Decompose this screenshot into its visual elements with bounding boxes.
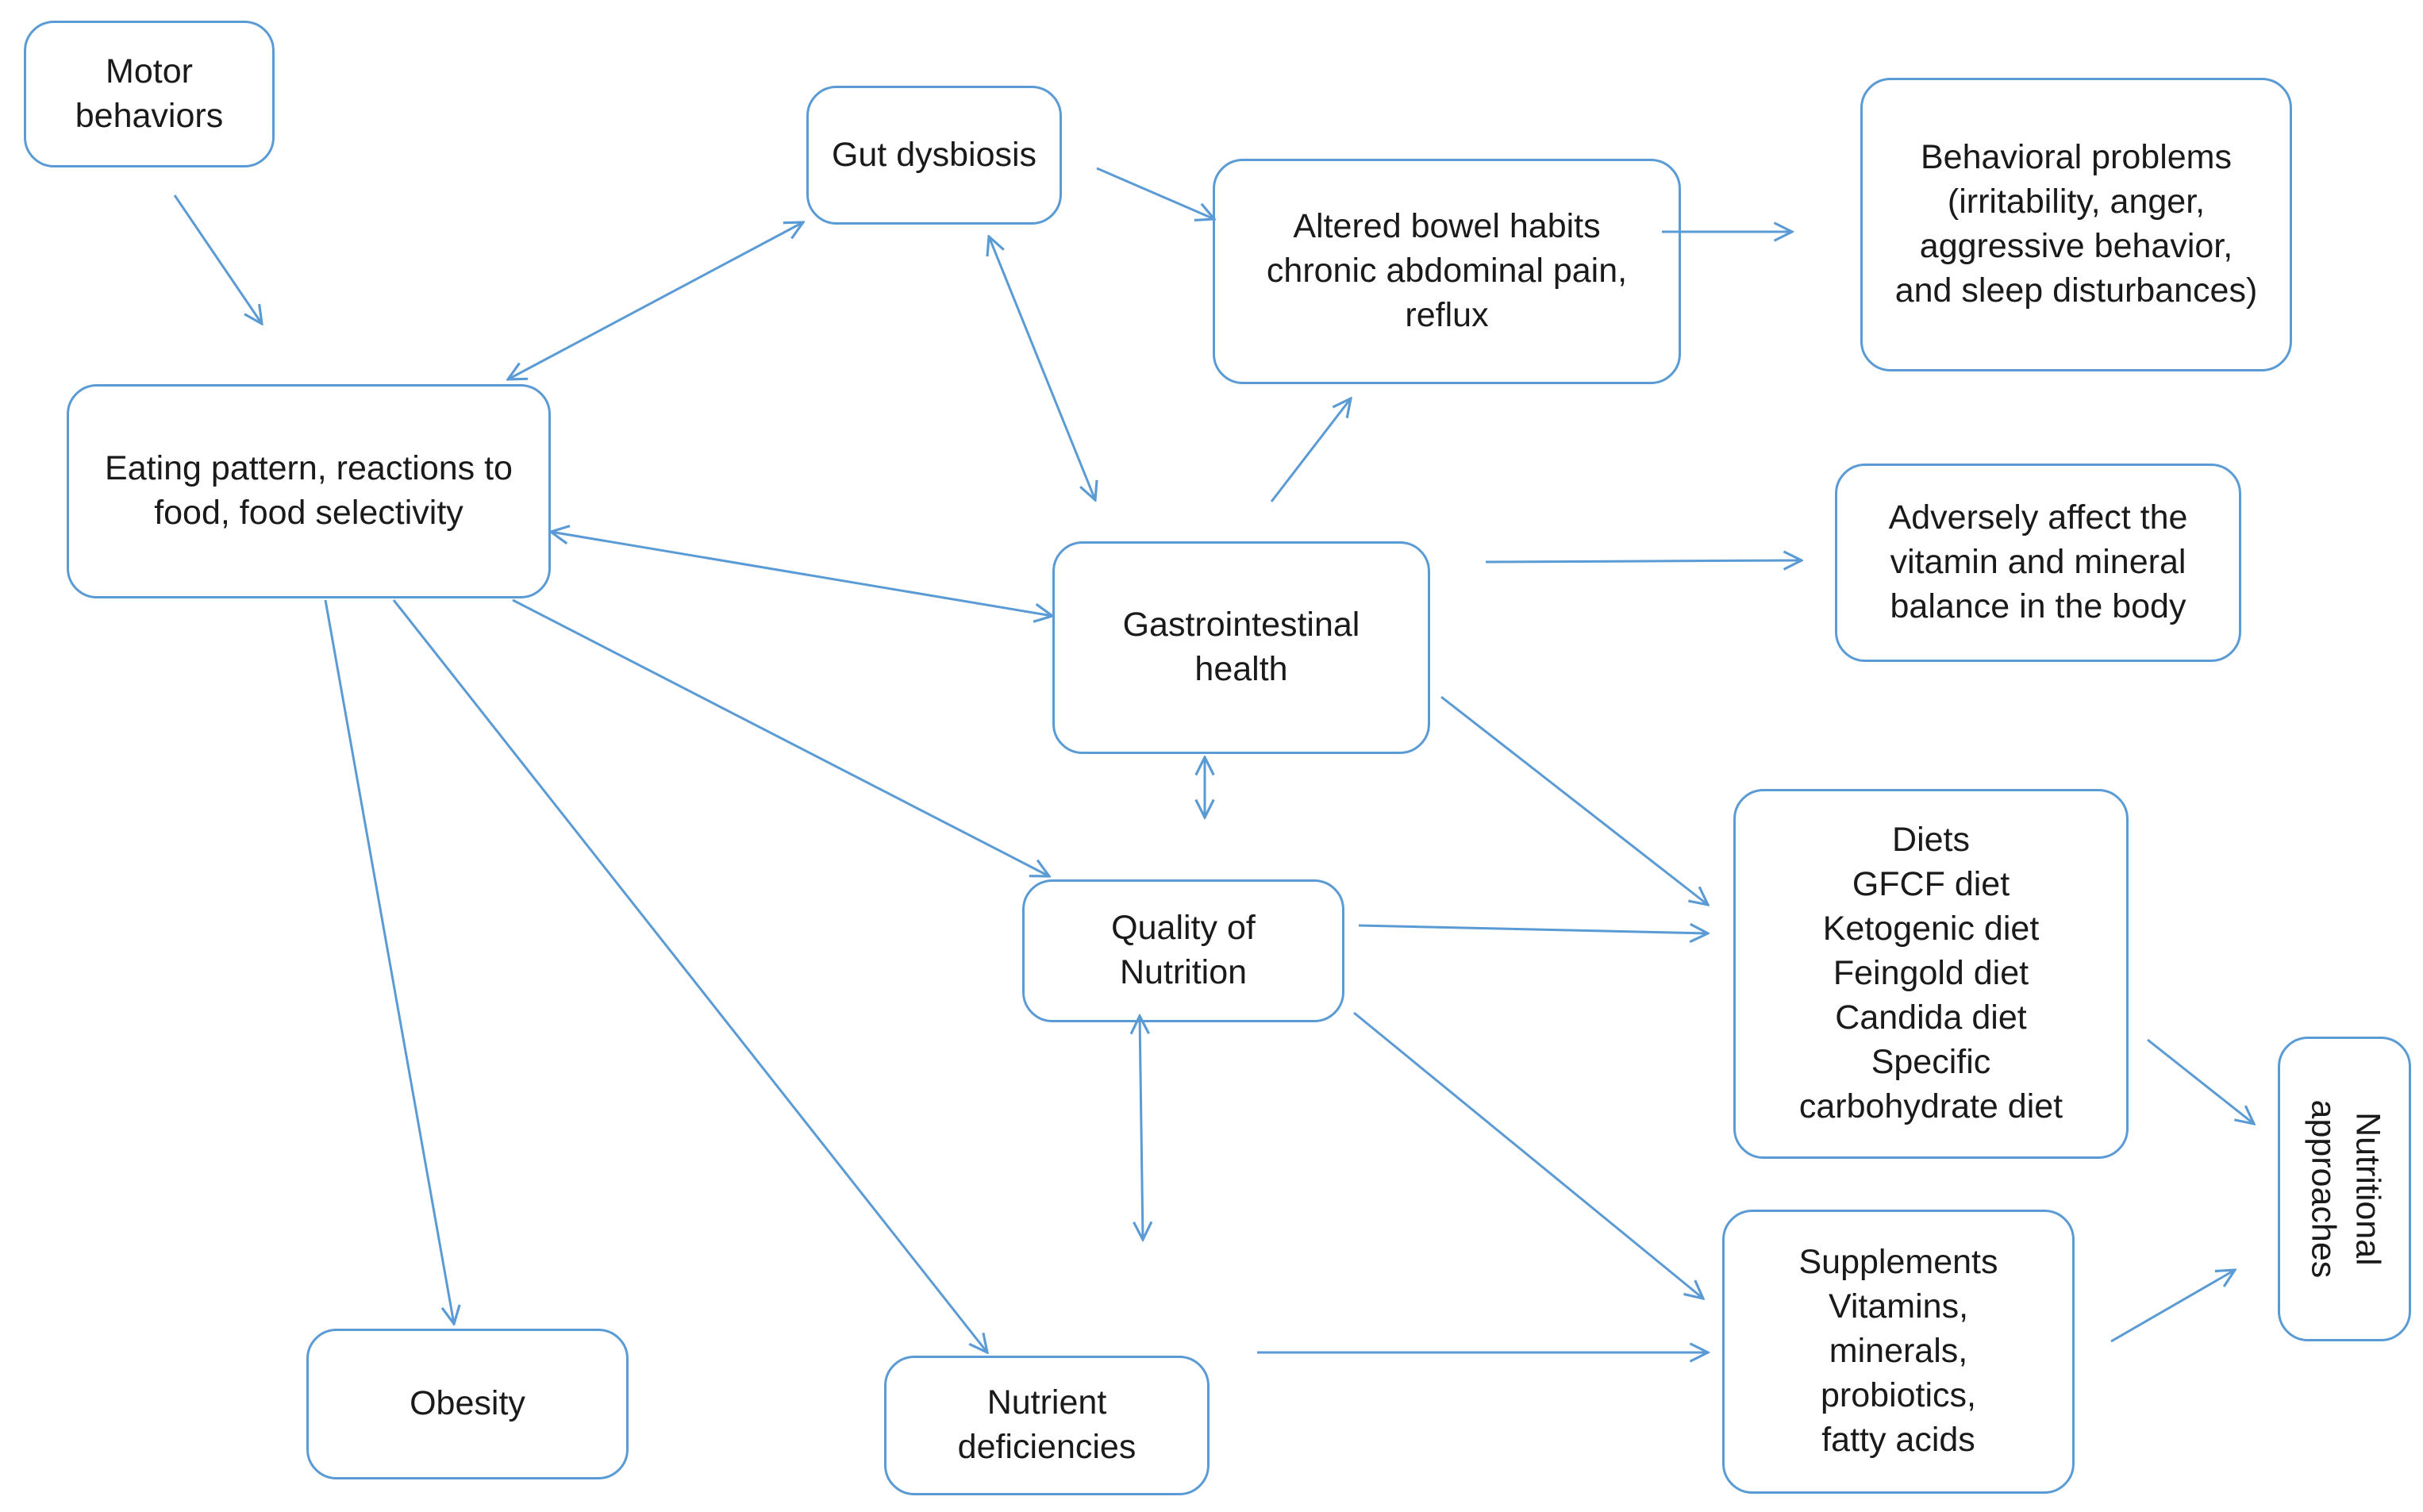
- node-gut-dysbiosis: Gut dysbiosis: [806, 86, 1062, 225]
- node-text: Nutrient: [987, 1383, 1107, 1422]
- node-obesity: Obesity: [306, 1329, 629, 1479]
- node-text: food, food selectivity: [154, 494, 463, 532]
- node-text: chronic abdominal pain,: [1266, 252, 1628, 290]
- node-text: fatty acids: [1821, 1420, 1975, 1459]
- node-text: Behavioral problems: [1921, 138, 2232, 177]
- node-text: Motor: [106, 52, 193, 90]
- node-motor-behaviors: Motor behaviors: [24, 21, 275, 167]
- arrow-gi-to-diets: [1440, 695, 1708, 905]
- arrow-motor-to-eating: [173, 194, 262, 324]
- node-text: behaviors: [75, 96, 224, 135]
- node-text: carbohydrate diet: [1798, 1087, 2063, 1125]
- node-text: balance in the body: [1890, 587, 2186, 625]
- node-text: Nutrition: [1119, 953, 1248, 991]
- node-nutritional-approaches: Nutritional approaches: [2278, 1037, 2411, 1341]
- arrow-eating-to-obesity: [324, 599, 454, 1324]
- node-text: Adversely affect the: [1888, 498, 2188, 537]
- node-behavioral-problems: Behavioral problems (irritability, anger…: [1860, 78, 2292, 371]
- node-text: Specific: [1871, 1042, 1991, 1081]
- arrow-eating-gi-health: [551, 532, 1052, 616]
- node-text: (irritability, anger,: [1947, 183, 2206, 221]
- node-text: Ketogenic diet: [1822, 910, 2040, 948]
- node-text: Candida diet: [1835, 998, 2027, 1037]
- node-text: aggressive behavior,: [1919, 227, 2233, 265]
- arrow-gut-to-altered-bowel: [1096, 167, 1214, 219]
- node-text: and sleep disturbances): [1894, 271, 2258, 310]
- node-text: vitamin and mineral: [1890, 543, 2186, 582]
- node-text: Supplements: [1798, 1243, 1998, 1282]
- arrow-gi-to-altered-bowel: [1270, 398, 1351, 502]
- arrow-supplements-to-approaches: [2110, 1270, 2235, 1343]
- arrow-eating-to-deficiencies: [392, 599, 987, 1352]
- node-text: Vitamins,: [1828, 1287, 1969, 1326]
- node-text: GFCF diet: [1852, 865, 2010, 904]
- node-gastrointestinal-health: Gastrointestinal health: [1052, 541, 1430, 754]
- node-text: Gastrointestinal: [1122, 606, 1360, 644]
- node-text: health: [1194, 650, 1288, 688]
- node-text: reflux: [1405, 295, 1489, 334]
- node-vitamin-mineral-balance: Adversely affect the vitamin and mineral…: [1835, 464, 2241, 662]
- node-text: deficiencies: [957, 1428, 1137, 1466]
- node-text: Obesity: [410, 1384, 525, 1423]
- arrow-gut-gi-health: [989, 237, 1095, 500]
- node-text: Diets: [1892, 821, 1970, 860]
- node-supplements: Supplements Vitamins, minerals, probioti…: [1722, 1210, 2075, 1494]
- arrow-quality-to-supplements: [1353, 1011, 1703, 1298]
- node-text: probiotics,: [1821, 1375, 1976, 1414]
- node-quality-of-nutrition: Quality of Nutrition: [1022, 879, 1344, 1022]
- arrow-diets-to-approaches: [2147, 1038, 2254, 1124]
- arrow-quality-deficiencies: [1140, 1016, 1143, 1240]
- node-text: minerals,: [1829, 1332, 1968, 1371]
- node-text: Eating pattern, reactions to: [105, 449, 513, 488]
- node-text: Quality of: [1111, 909, 1256, 948]
- node-nutrient-deficiencies: Nutrient deficiencies: [884, 1356, 1210, 1495]
- node-eating-pattern: Eating pattern, reactions to food, food …: [67, 384, 551, 598]
- arrow-eating-gut-dysbiosis: [508, 222, 803, 379]
- arrow-eating-to-quality: [512, 598, 1049, 876]
- node-text: Altered bowel habits: [1293, 207, 1601, 246]
- arrow-gi-to-vitamin-balance: [1485, 560, 1802, 562]
- arrow-quality-to-diets: [1358, 925, 1708, 933]
- node-altered-bowel-habits: Altered bowel habits chronic abdominal p…: [1213, 159, 1681, 384]
- node-diets: Diets GFCF diet Ketogenic diet Feingold …: [1733, 789, 2129, 1159]
- node-text: Feingold diet: [1833, 954, 2029, 993]
- node-text: Gut dysbiosis: [831, 135, 1037, 174]
